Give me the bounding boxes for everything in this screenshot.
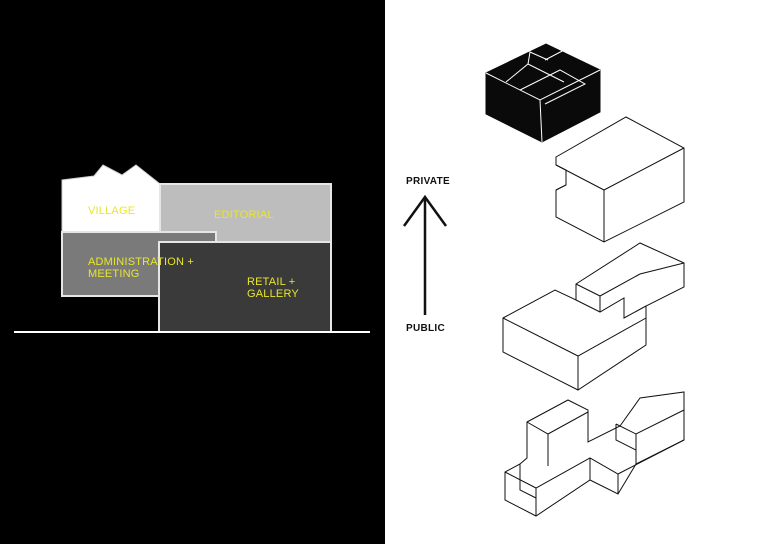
- stacking-diagram-panel: [385, 0, 768, 544]
- village-label: VILLAGE: [88, 205, 136, 217]
- editorial-label: EDITORIAL: [214, 209, 274, 221]
- private-label: PRIVATE: [406, 176, 450, 187]
- section-diagram: [14, 164, 370, 333]
- retail-block: [158, 241, 332, 333]
- administration-label: ADMINISTRATION + MEETING: [88, 256, 194, 280]
- retail-label: RETAIL + GALLERY: [247, 276, 299, 300]
- section-diagram-panel: VILLAGE EDITORIAL ADMINISTRATION + MEETI…: [0, 0, 385, 544]
- village-block: [61, 164, 161, 233]
- public-label: PUBLIC: [406, 323, 446, 334]
